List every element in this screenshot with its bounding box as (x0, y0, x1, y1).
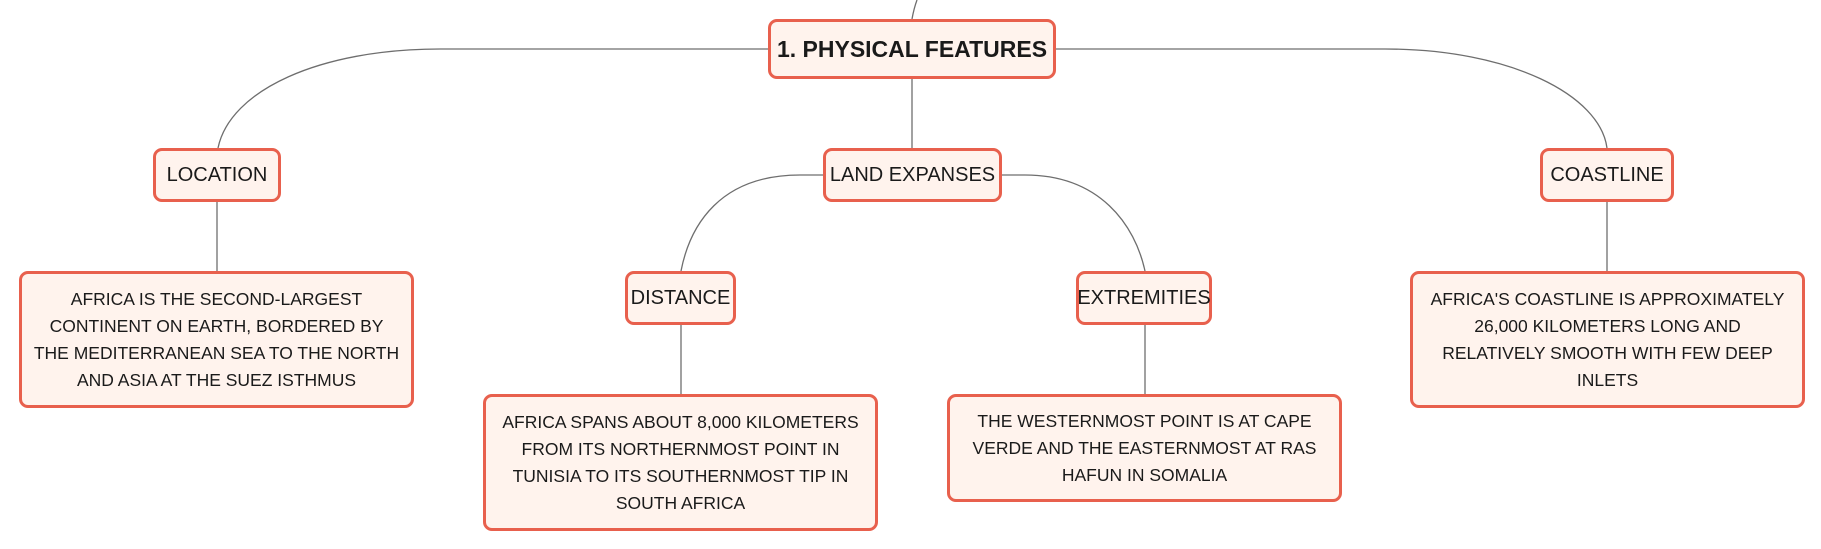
node-distance[interactable]: DISTANCE (625, 271, 736, 325)
node-land-expanses[interactable]: LAND EXPANSES (823, 148, 1002, 202)
node-extremities-detail[interactable]: THE WESTERNMOST POINT IS AT CAPE VERDE A… (947, 394, 1342, 502)
connector-land-expanses-to-distance (680, 174, 823, 272)
node-location-detail[interactable]: AFRICA IS THE SECOND-LARGEST CONTINENT O… (19, 271, 414, 408)
node-distance-detail[interactable]: AFRICA SPANS ABOUT 8,000 KILOMETERS FROM… (483, 394, 878, 531)
node-physical-features[interactable]: 1. PHYSICAL FEATURES (768, 19, 1056, 79)
node-coastline-detail[interactable]: AFRICA'S COASTLINE IS APPROXIMATELY 26,0… (1410, 271, 1805, 408)
node-location[interactable]: LOCATION (153, 148, 281, 202)
connector-land-expanses-to-extremities (1002, 174, 1146, 272)
node-coastline[interactable]: COASTLINE (1540, 148, 1674, 202)
connector-parent-to-root (911, 0, 918, 20)
connector-root-to-coastline (1056, 48, 1608, 149)
node-extremities[interactable]: EXTREMITIES (1076, 271, 1212, 325)
connector-root-to-location (217, 48, 768, 149)
